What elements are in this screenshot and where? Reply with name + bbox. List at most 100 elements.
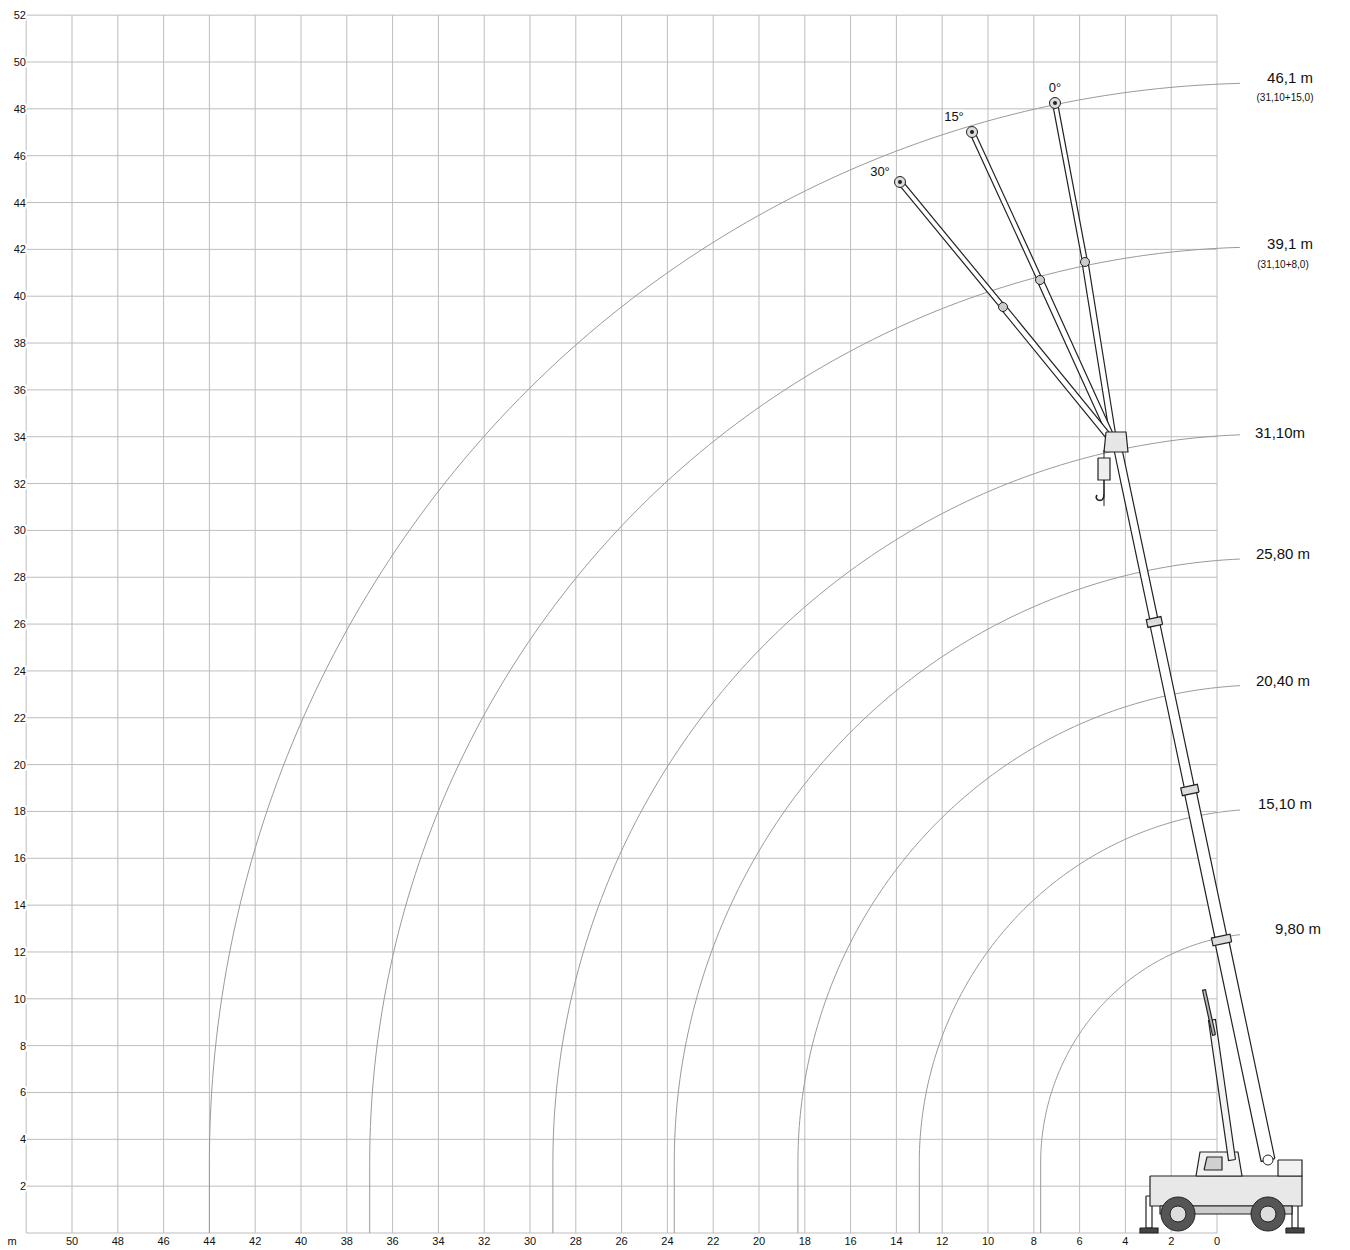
axis-tick: 34 <box>431 1236 445 1247</box>
range-arc <box>798 686 1240 1233</box>
wheel <box>1161 1197 1195 1231</box>
outrigger-pad <box>1286 1228 1304 1233</box>
grid-line <box>26 202 1217 203</box>
crane <box>895 98 1305 1234</box>
grid-line <box>26 858 1217 859</box>
range-arc <box>919 810 1240 1233</box>
boom-collar <box>1146 617 1162 628</box>
grid-line <box>26 389 1217 390</box>
sheave-axle <box>898 180 902 184</box>
radius-label: 39,1 m <box>1266 236 1314 251</box>
radius-label: 20,40 m <box>1255 673 1311 688</box>
jib-joint <box>999 303 1008 312</box>
axis-tick: 52 <box>13 10 27 21</box>
axis-tick: 32 <box>477 1236 491 1247</box>
jib-extension <box>970 131 1043 281</box>
lift-cylinder <box>1209 1020 1236 1161</box>
axis-tick: 16 <box>13 853 27 864</box>
boom-combination: (31,10+15,0) <box>1256 93 1315 103</box>
axis-unit: m <box>6 1236 17 1247</box>
grid-line <box>26 62 1217 63</box>
axis-tick: 26 <box>13 619 27 630</box>
boom-pivot <box>1263 1155 1273 1165</box>
grid-line <box>26 764 1217 765</box>
angle-label: 30° <box>869 165 891 178</box>
grid-line <box>26 1092 1217 1093</box>
jib-joint <box>1081 258 1090 267</box>
axis-tick: 42 <box>248 1236 262 1247</box>
range-arcs <box>209 83 1240 1233</box>
grid-line <box>26 717 1217 718</box>
jib-section <box>1001 305 1117 445</box>
angle-label: 15° <box>943 110 965 123</box>
boom-collar <box>1181 784 1199 795</box>
grid-line <box>26 1233 1217 1234</box>
axis-tick: 24 <box>660 1236 674 1247</box>
range-arc <box>674 559 1240 1233</box>
axis-tick: 22 <box>706 1236 720 1247</box>
radius-label: 15,10 m <box>1257 796 1313 811</box>
axis-tick: 46 <box>13 150 27 161</box>
boom-head <box>1104 432 1128 452</box>
axis-tick: 18 <box>798 1236 812 1247</box>
grid-line <box>26 670 1217 671</box>
axis-tick: 28 <box>13 572 27 583</box>
grid <box>26 15 1217 1233</box>
axis-tick: 0 <box>1213 1236 1221 1247</box>
axis-tick: 18 <box>13 806 27 817</box>
sheave-axle <box>1053 101 1057 105</box>
boom-collar <box>1211 934 1231 946</box>
jib-tip-sheave <box>1050 98 1061 109</box>
axis-tick: 4 <box>1121 1236 1129 1247</box>
range-arc <box>209 83 1240 1233</box>
axis-tick: 8 <box>19 1040 27 1051</box>
axis-tick: 6 <box>1076 1236 1084 1247</box>
axis-tick: 6 <box>19 1087 27 1098</box>
angle-label: 0° <box>1048 81 1062 94</box>
wheel-hub <box>1260 1206 1276 1222</box>
jib-tip-sheave <box>895 177 906 188</box>
axis-tick: 20 <box>752 1236 766 1247</box>
boom-section <box>1150 621 1195 791</box>
grid-line <box>26 1045 1217 1046</box>
axis-tick: 40 <box>13 291 27 302</box>
axis-tick: 8 <box>1030 1236 1038 1247</box>
grid-line <box>26 1186 1217 1187</box>
boom-section <box>1184 789 1227 941</box>
axis-tick: 30 <box>523 1236 537 1247</box>
axis-tick: 20 <box>13 759 27 770</box>
grid-line <box>26 624 1217 625</box>
grid-line <box>26 811 1217 812</box>
hook-rope <box>1104 494 1105 506</box>
axis-tick: 48 <box>111 1236 125 1247</box>
grid-line <box>26 577 1217 578</box>
axis-tick: 10 <box>981 1236 995 1247</box>
axis-tick: 24 <box>13 665 27 676</box>
grid-line <box>26 1139 1217 1140</box>
outrigger-pad <box>1140 1228 1158 1233</box>
axis-tick: 14 <box>13 900 27 911</box>
engine-housing <box>1278 1160 1302 1176</box>
grid-line <box>26 483 1217 484</box>
radius-label: 46,1 m <box>1266 70 1314 85</box>
axis-tick: 32 <box>13 478 27 489</box>
jib-tip-sheave <box>967 127 978 138</box>
hook-rope <box>1104 450 1105 458</box>
jib-extension <box>898 180 1005 308</box>
grid-line <box>26 905 1217 906</box>
cylinder-rod <box>1203 990 1216 1036</box>
wheel <box>1251 1197 1285 1231</box>
boom-combination: (31,10+8,0) <box>1256 260 1309 270</box>
axis-tick: 36 <box>385 1236 399 1247</box>
grid-line <box>26 951 1217 952</box>
axis-tick: 38 <box>340 1236 354 1247</box>
axis-tick: 28 <box>569 1236 583 1247</box>
axis-tick: 16 <box>843 1236 857 1247</box>
axis-tick: 36 <box>13 384 27 395</box>
axis-tick: 22 <box>13 712 27 723</box>
jib-extension <box>1053 103 1088 263</box>
axis-tick: 46 <box>156 1236 170 1247</box>
boom-section <box>1112 439 1158 623</box>
